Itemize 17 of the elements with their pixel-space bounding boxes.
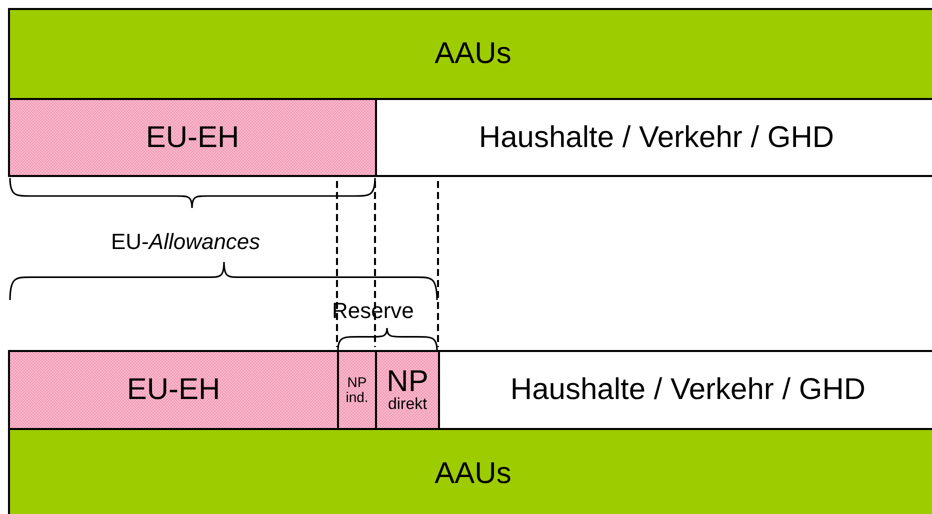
segment-label: AAUs <box>434 38 512 70</box>
segment-box <box>337 350 377 430</box>
segment-label: direkt <box>388 397 428 414</box>
segment-label: Haushalte / Verkehr / GHD <box>478 122 834 154</box>
segment-label: NP <box>386 366 428 398</box>
segment-box <box>8 350 339 430</box>
segment-label: EU-EH <box>126 374 220 406</box>
segment-label: AAUs <box>434 458 512 490</box>
band <box>8 428 932 514</box>
segment-label: EU-EH <box>146 122 240 154</box>
segment-box <box>375 350 440 430</box>
brace-label: EU-Allowances <box>111 231 260 253</box>
segment-label: NP ind. <box>344 375 370 405</box>
band <box>8 8 932 100</box>
segment-box <box>8 98 377 177</box>
segment-label: Haushalte / Verkehr / GHD <box>510 374 866 406</box>
brace-label: Reserve <box>332 300 414 322</box>
